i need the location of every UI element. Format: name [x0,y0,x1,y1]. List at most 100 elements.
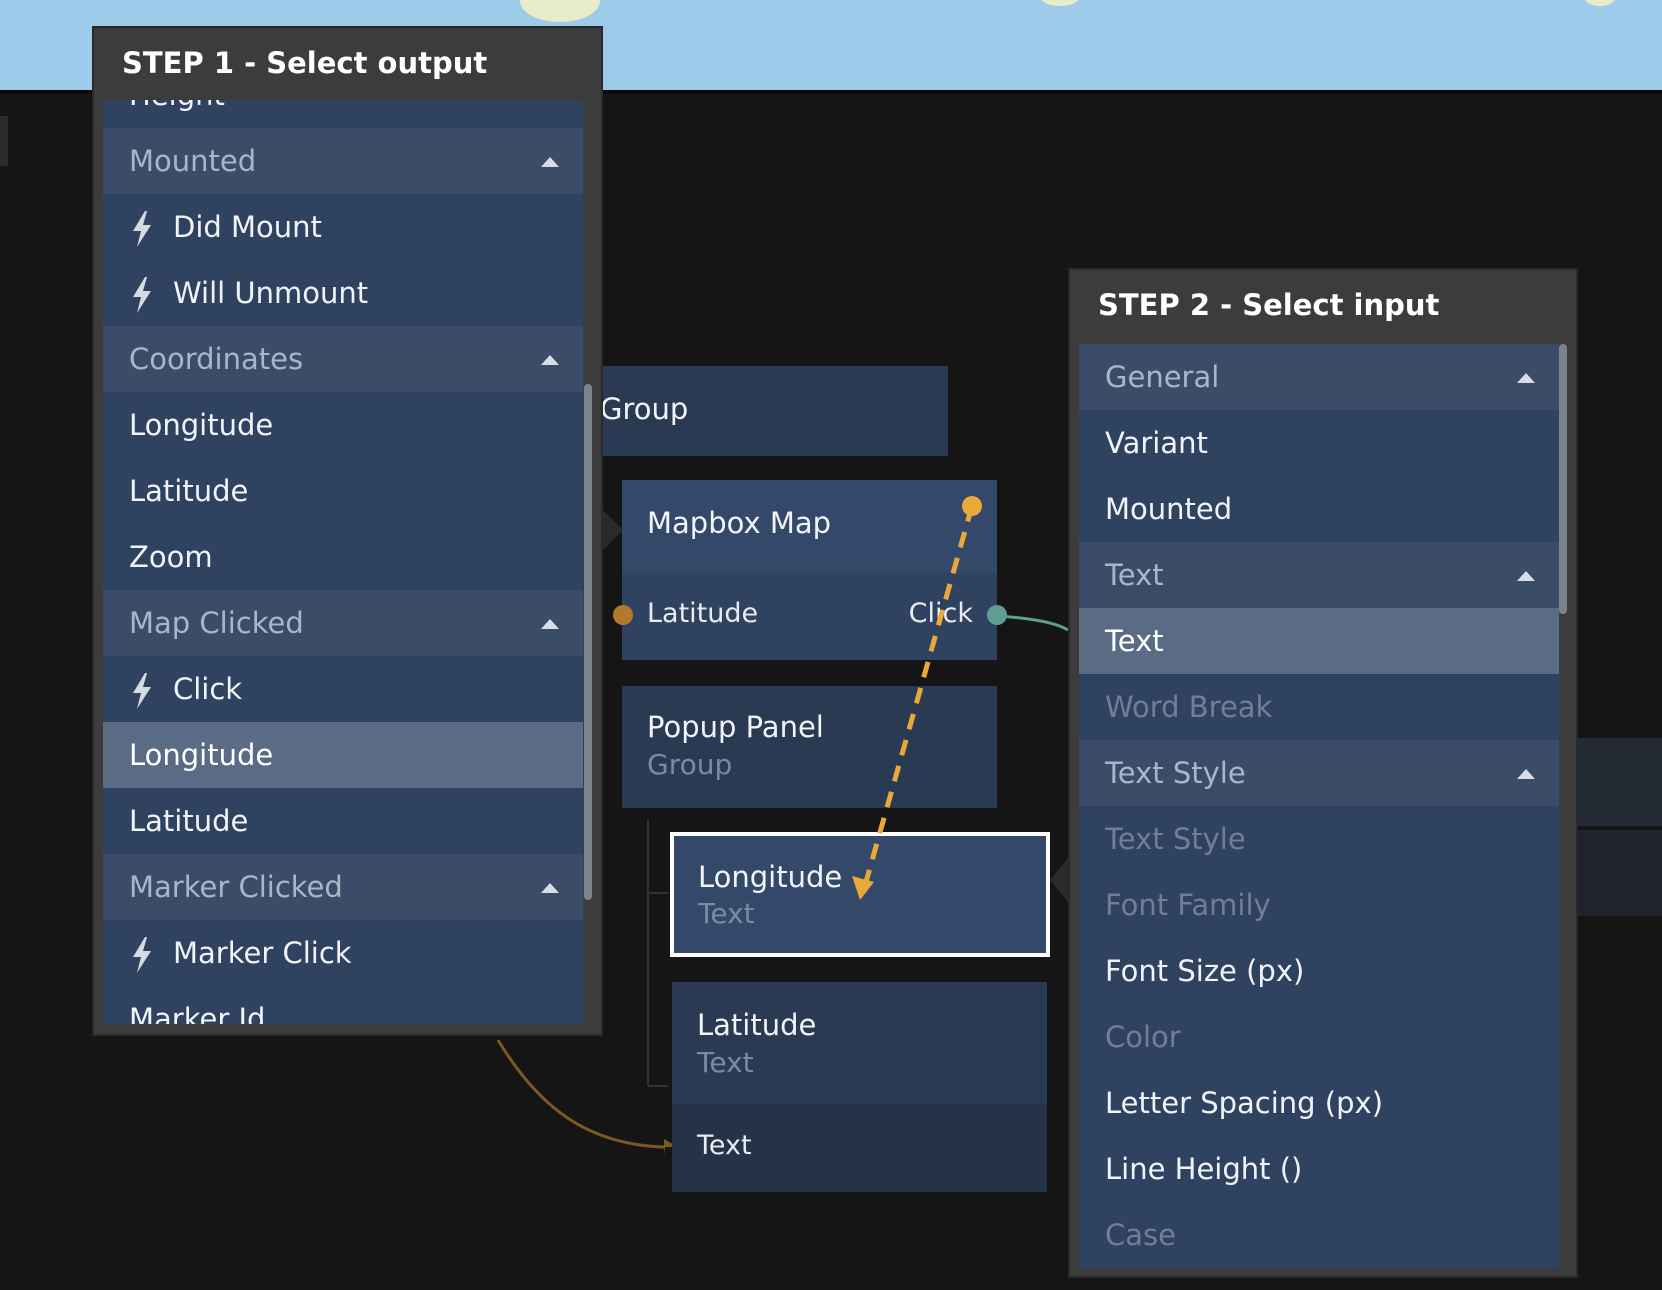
node-subtitle: Text [698,897,755,930]
map-land [520,0,600,22]
map-land [1040,0,1080,6]
mapbox-map-node[interactable]: Mapbox Map Latitude Click [622,480,997,660]
connection-source-dot [962,496,982,516]
list-item[interactable]: Letter Spacing (px) [1079,1070,1559,1136]
list-item[interactable]: Latitude [103,458,583,524]
list-item-label: Color [1105,1020,1181,1054]
lightning-icon [129,194,155,260]
node-title: Group [600,392,689,426]
list-item[interactable]: Latitude [103,788,583,854]
list-item[interactable]: Longitude [103,392,583,458]
collapse-caret-icon[interactable] [541,157,559,167]
section-header[interactable]: Text [1079,542,1559,608]
list-item: Font Family [1079,872,1559,938]
lightning-icon [129,920,155,986]
input-port-label: Latitude [647,598,759,629]
collapse-caret-icon[interactable] [541,883,559,893]
node-pointer [603,510,623,550]
list-item[interactable]: Mounted [1079,476,1559,542]
node-subtitle: Group [647,748,733,781]
list-item-label: Word Break [1105,690,1273,724]
panel-title: STEP 1 - Select output [122,46,488,80]
section-header[interactable]: General [1079,344,1559,410]
collapse-caret-icon[interactable] [1517,769,1535,779]
section-header[interactable]: Text Style [1079,740,1559,806]
node-title: Popup Panel [647,710,824,744]
list-item[interactable]: Will Unmount [103,260,583,326]
connection-arrow [852,876,874,900]
dragging-connection [863,505,975,883]
list-item-label: Longitude [129,408,274,442]
list-item-label: Zoom [129,540,213,574]
list-item[interactable]: Font Size (px) [1079,938,1559,1004]
list-item-label: Marker Id [129,1002,266,1024]
background-node [1575,830,1662,916]
list-item-label: Variant [1105,426,1208,460]
list-item[interactable]: Line Height () [1079,1136,1559,1202]
collapse-caret-icon[interactable] [1517,373,1535,383]
list-item[interactable]: Variant [1079,410,1559,476]
list-item-label: Mounted [1105,492,1233,526]
list-item-label: Coordinates [129,342,304,376]
list-item[interactable]: Did Mount [103,194,583,260]
list-item-label: Letter Spacing (px) [1105,1086,1384,1120]
list-item[interactable]: Longitude [103,722,583,788]
list-item-label: Font Size (px) [1105,954,1305,988]
side-handle[interactable] [0,116,8,166]
scrollbar[interactable] [1559,344,1567,614]
list-item-label: Latitude [129,474,249,508]
list-item-label: Text Style [1105,822,1246,856]
section-header[interactable]: Map Clicked [103,590,583,656]
list-item-label: Marker Click [173,936,352,970]
list-item-label: Did Mount [173,210,322,244]
input-port-dot[interactable] [613,605,633,625]
list-item: Text Style [1079,806,1559,872]
lightning-icon [129,260,155,326]
list-item[interactable]: Text [1079,608,1559,674]
node-title: Latitude [697,1008,817,1042]
node-subtitle: Text [697,1046,754,1079]
node-title: Longitude [698,860,843,894]
collapse-caret-icon[interactable] [541,619,559,629]
list-item-label: Font Family [1105,888,1271,922]
popup-panel-node[interactable]: Popup Panel Group [622,686,997,808]
list-item-label: Latitude [129,804,249,838]
list-item[interactable]: Height [103,100,583,128]
panel-title: STEP 2 - Select input [1098,288,1440,322]
list-item[interactable]: Marker Click [103,920,583,986]
section-header[interactable]: Coordinates [103,326,583,392]
background-node [1575,738,1662,826]
collapse-caret-icon[interactable] [1517,571,1535,581]
output-port-dot[interactable] [987,605,1007,625]
list-item-label: Line Height () [1105,1152,1303,1186]
list-item-label: Text [1105,558,1164,592]
list-item-label: Case [1105,1218,1176,1252]
list-item[interactable]: Click [103,656,583,722]
group-node[interactable]: Group [560,366,948,456]
list-item: Color [1079,1004,1559,1070]
latitude-text-node[interactable]: Latitude Text Text [672,982,1047,1192]
input-port-label: Text [697,1130,752,1161]
map-land [1585,0,1615,6]
section-header[interactable]: Marker Clicked [103,854,583,920]
scrollbar[interactable] [584,384,592,900]
list-item[interactable]: Marker Id [103,986,583,1024]
collapse-caret-icon[interactable] [541,355,559,365]
list-item-label: Text Style [1105,756,1246,790]
list-item-label: Longitude [129,738,274,772]
node-pointer [1050,858,1068,902]
list-item[interactable]: Zoom [103,524,583,590]
list-item-label: Marker Clicked [129,870,343,904]
list-item-label: Map Clicked [129,606,304,640]
port-row: Text [672,1104,1047,1192]
list-item: Word Break [1079,674,1559,740]
list-item-label: Will Unmount [173,276,369,310]
list-item-label: Mounted [129,144,257,178]
list-item-label: Height [129,100,225,112]
section-header[interactable]: Mounted [103,128,583,194]
list-item: Case [1079,1202,1559,1268]
